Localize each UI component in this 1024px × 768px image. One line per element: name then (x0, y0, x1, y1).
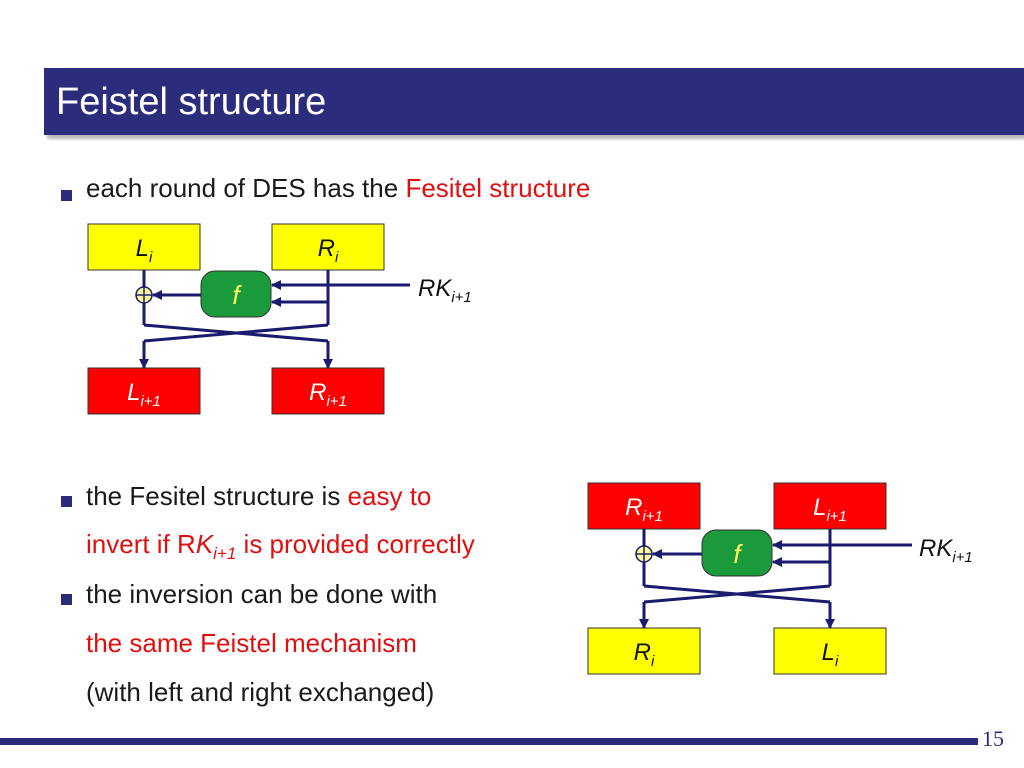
right-input-label: Ri (318, 235, 339, 266)
inverse-right-output-label: Li (822, 639, 839, 670)
bullet-1-prefix: each round of DES has the (86, 173, 406, 203)
bullet-2-line-2: invert if RKi+1 is provided correctly (86, 528, 475, 570)
round-key-label: RKi+1 (418, 275, 472, 306)
left-output-box (87, 367, 201, 415)
right-input-box (271, 223, 385, 271)
inverse-right-input-box (773, 482, 887, 530)
inverse-left-output-label: Ri (634, 639, 655, 670)
inverse-round-key-label: RKi+1 (919, 535, 973, 566)
inverse-round-function-box (701, 529, 773, 577)
title-bar: Feistel structure (44, 68, 1024, 135)
bullet-2-key-k: K (195, 529, 214, 559)
round-function-box (200, 270, 272, 318)
feistel-round-diagram: Li Ri f RKi+1 (87, 223, 472, 415)
inverse-left-input-box (587, 482, 701, 530)
bullet-3-line-2: the same Feistel mechanism (86, 628, 417, 658)
feistel-inverse-diagram: Ri+1 Li+1 f RKi+1 (587, 482, 973, 675)
left-input-box (87, 223, 201, 271)
inverse-left-input-label: Ri+1 (625, 494, 663, 525)
bullet-1-highlight: Fesitel structure (405, 173, 591, 203)
bullet-3-line-1: the inversion can be done with (86, 579, 438, 609)
left-output-label: Li+1 (127, 379, 161, 410)
bullet-2-line-2-suffix: is provided correctly (236, 529, 475, 559)
inverse-left-output-box (587, 627, 701, 675)
bullet-marker (61, 190, 72, 201)
bullet-2-line-2-prefix: invert if R (86, 529, 196, 559)
xor-icon (135, 286, 153, 304)
page-number: 15 (982, 726, 1004, 751)
inverse-round-function-label: f (733, 539, 743, 569)
xor-icon (635, 545, 653, 563)
bullet-2-line-1: the Fesitel structure is easy to (86, 480, 431, 512)
right-output-label: Ri+1 (309, 379, 347, 410)
inverse-right-output-box (773, 627, 887, 675)
bullet-marker (61, 496, 72, 507)
footer-bar (0, 738, 978, 745)
bullet-3-line-3: (with left and right exchanged) (86, 677, 435, 707)
bullet-2-highlight: easy to (347, 481, 432, 511)
right-output-box (271, 367, 385, 415)
bullet-2-prefix: the Fesitel structure is (86, 481, 348, 511)
inverse-right-input-label: Li+1 (813, 494, 847, 525)
bullet-marker (61, 594, 72, 605)
bullet-1-text: each round of DES has the Fesitel struct… (86, 172, 590, 204)
bullet-2-key-subscript: i+1 (213, 544, 237, 564)
page-title: Feistel structure (56, 81, 327, 123)
left-input-label: Li (136, 235, 153, 266)
round-function-label: f (232, 280, 242, 310)
